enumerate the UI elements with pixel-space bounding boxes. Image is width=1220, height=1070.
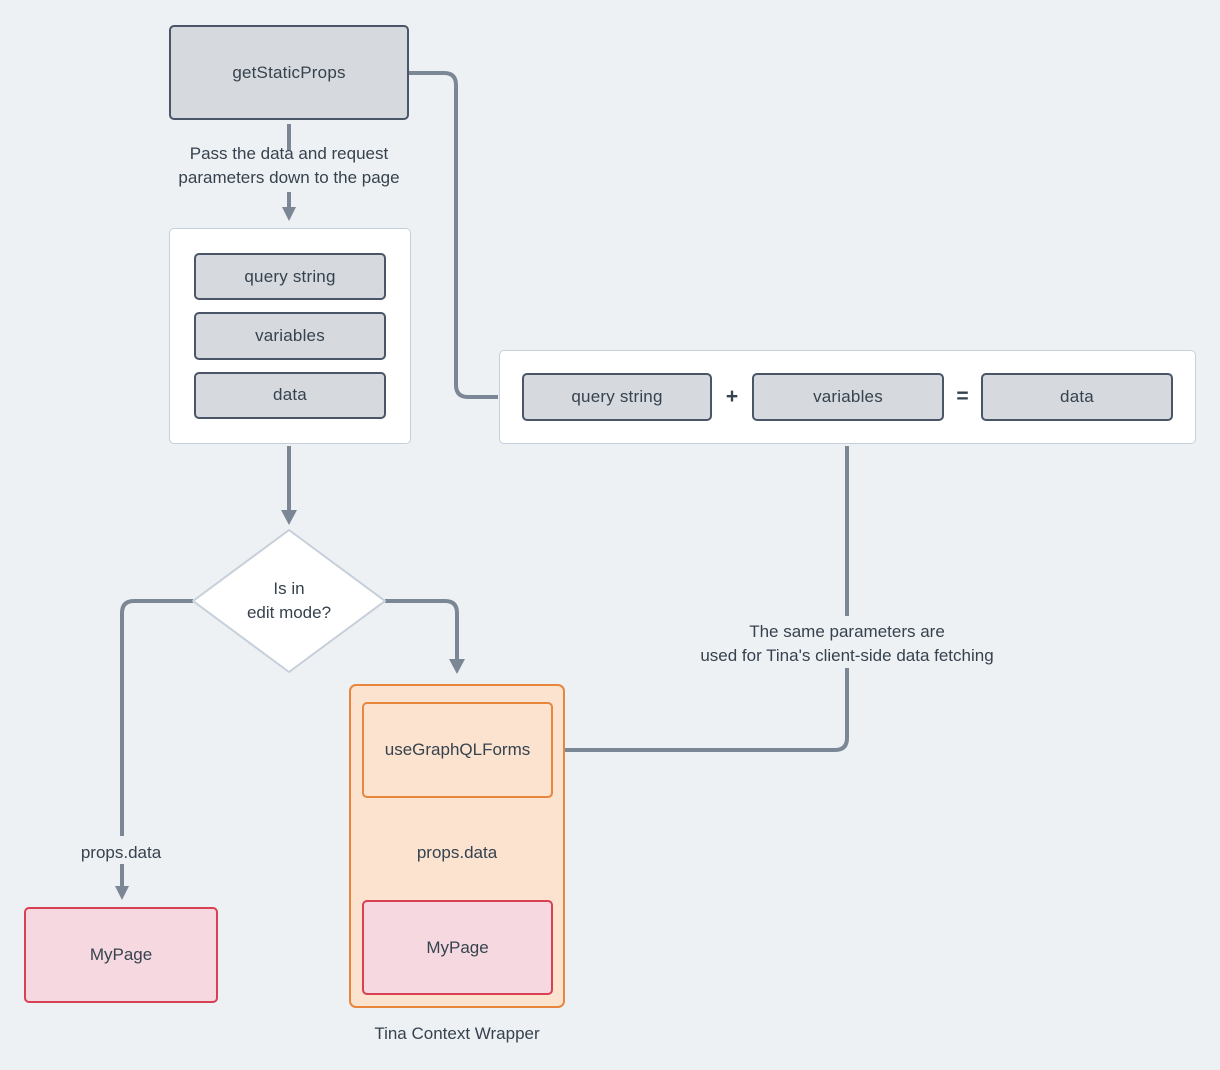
equation-query-string: query string <box>522 373 712 421</box>
node-get-static-props: getStaticProps <box>169 25 409 120</box>
same-params-note-line1: The same parameters are <box>749 622 945 641</box>
decision-label-line2: edit mode? <box>246 603 332 622</box>
node-my-page-wrapper: MyPage <box>362 900 553 995</box>
equals-operator: = <box>956 385 969 408</box>
node-variables-label: variables <box>255 325 325 345</box>
arrowhead-into-decision <box>281 510 297 525</box>
node-data-label: data <box>273 385 307 405</box>
arrowhead-into-left-mypage <box>115 886 129 900</box>
equation-query-string-label: query string <box>571 387 663 406</box>
pass-note: Pass the data and request parameters dow… <box>139 142 439 190</box>
connector-sameparams-to-hook <box>558 668 849 752</box>
equation-variables-label: variables <box>813 387 883 406</box>
arrowhead-into-stack <box>282 207 296 221</box>
decision-diamond-shape <box>192 529 386 673</box>
node-my-page-left: MyPage <box>24 907 218 1003</box>
node-data: data <box>194 371 386 419</box>
node-variables: variables <box>194 312 386 360</box>
props-data-wrapper-label: props.data <box>416 843 498 862</box>
connector-decision-right <box>385 599 459 660</box>
node-query-string-label: query string <box>244 266 336 286</box>
equation-group: query string + variables = data <box>499 350 1196 444</box>
decision-label: Is in edit mode? <box>193 577 385 625</box>
equation-data: data <box>981 373 1173 421</box>
pass-note-line2: parameters down to the page <box>178 168 400 187</box>
equation-variables: variables <box>752 373 944 421</box>
request-params-group: query string variables data <box>169 228 411 444</box>
same-params-note-line2: used for Tina's client-side data fetchin… <box>700 646 994 665</box>
node-use-graphql-forms: useGraphQLForms <box>362 702 553 798</box>
node-use-graphql-forms-label: useGraphQLForms <box>384 740 531 759</box>
connector-gsp-to-equation <box>409 71 498 399</box>
plus-operator: + <box>725 385 739 408</box>
decision-label-line1: Is in <box>273 579 305 598</box>
wrapper-caption: Tina Context Wrapper <box>374 1024 540 1043</box>
same-params-note: The same parameters are used for Tina's … <box>596 620 1098 668</box>
node-query-string: query string <box>194 253 386 301</box>
node-get-static-props-label: getStaticProps <box>232 62 346 82</box>
arrowhead-into-wrapper <box>449 659 465 674</box>
connector-decision-left <box>120 599 193 836</box>
equation-data-label: data <box>1060 387 1094 406</box>
node-my-page-left-label: MyPage <box>89 945 153 964</box>
pass-note-line1: Pass the data and request <box>189 144 389 163</box>
node-my-page-wrapper-label: MyPage <box>426 937 489 957</box>
props-data-left-label: props.data <box>80 843 162 862</box>
